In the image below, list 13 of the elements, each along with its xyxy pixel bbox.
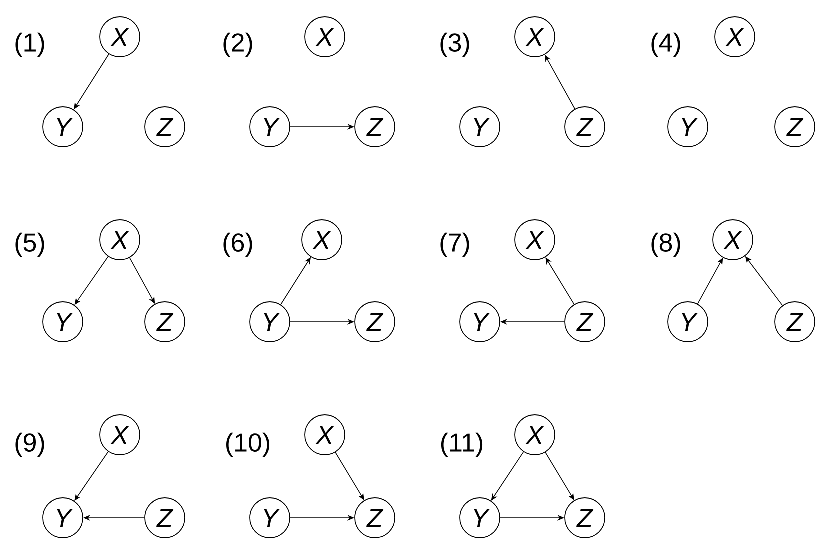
arrow xyxy=(335,452,364,500)
panel-number: (1) xyxy=(16,32,44,58)
panel-number: (10) xyxy=(226,432,270,458)
arrow xyxy=(545,452,574,500)
panel-number: (8) xyxy=(652,232,680,258)
panel-number: (4) xyxy=(652,32,680,58)
panel-number: (3) xyxy=(440,32,470,58)
panel-number: (5) xyxy=(16,232,44,258)
panel-number: (9) xyxy=(16,432,44,458)
panel-number: (11) xyxy=(441,432,483,458)
panel-number: (2) xyxy=(224,32,252,58)
panel-number: (7) xyxy=(440,232,470,258)
panel-number: (6) xyxy=(224,232,252,258)
